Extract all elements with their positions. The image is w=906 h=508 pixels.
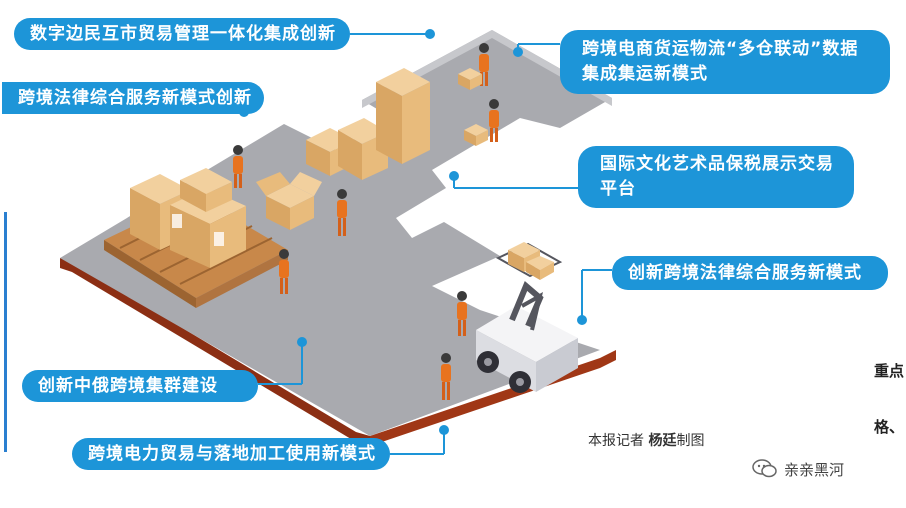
delivery-robot <box>476 242 578 393</box>
platform-edge <box>60 258 370 446</box>
label-art-trading-platform: 国际文化艺术品保税展示交易平台 <box>578 146 854 208</box>
credit-suffix: 制图 <box>676 433 705 449</box>
credit-name: 杨廷 <box>648 433 677 449</box>
worker <box>279 249 289 294</box>
credit-prefix: 本报记者 <box>588 433 644 449</box>
worker <box>233 145 243 188</box>
wechat-icon <box>752 458 778 480</box>
label-power-trade: 跨境电力贸易与落地加工使用新模式 <box>72 438 390 470</box>
open-box <box>256 172 322 230</box>
hand-trucks <box>458 68 488 146</box>
label-legal-service-model: 创新跨境法律综合服务新模式 <box>612 256 888 290</box>
worker <box>457 291 467 336</box>
box-stack-left <box>130 168 246 268</box>
left-accent-bar <box>4 212 7 452</box>
worker <box>337 189 347 236</box>
credit-line: 本报记者 杨廷制图 <box>588 430 704 450</box>
worker <box>441 353 451 400</box>
brand-watermark: 亲亲黑河 <box>752 458 844 480</box>
label-border-trade: 数字边民互市贸易管理一体化集成创新 <box>14 18 350 50</box>
cropped-text-1: 重点 <box>874 362 905 380</box>
label-legal-service-innovation: 跨境法律综合服务新模式创新 <box>2 82 264 114</box>
brand-name: 亲亲黑河 <box>784 460 845 479</box>
worker <box>489 99 499 142</box>
cropped-text-2: 格、 <box>874 418 905 436</box>
label-multi-warehouse-logistics: 跨境电商货运物流“多仓联动”数据集成集运新模式 <box>560 30 890 94</box>
label-sino-russian-cluster: 创新中俄跨境集群建设 <box>22 370 258 402</box>
box-stack-center <box>306 68 430 180</box>
workers <box>233 43 499 400</box>
